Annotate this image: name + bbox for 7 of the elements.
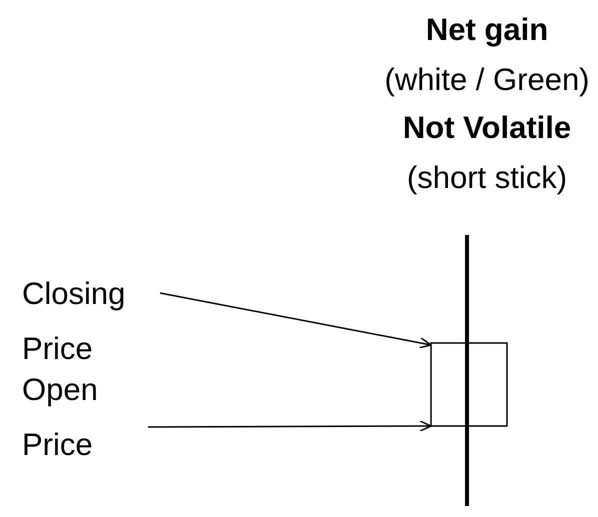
- leader-arrow: [160, 292, 432, 349]
- candle-body: [430, 342, 508, 427]
- subheading: (short stick): [406, 160, 568, 196]
- heading: Not Volatile: [402, 110, 572, 146]
- subheading: (white / Green): [384, 62, 590, 98]
- leader-arrow: [148, 420, 432, 432]
- heading: Net gain: [426, 12, 548, 48]
